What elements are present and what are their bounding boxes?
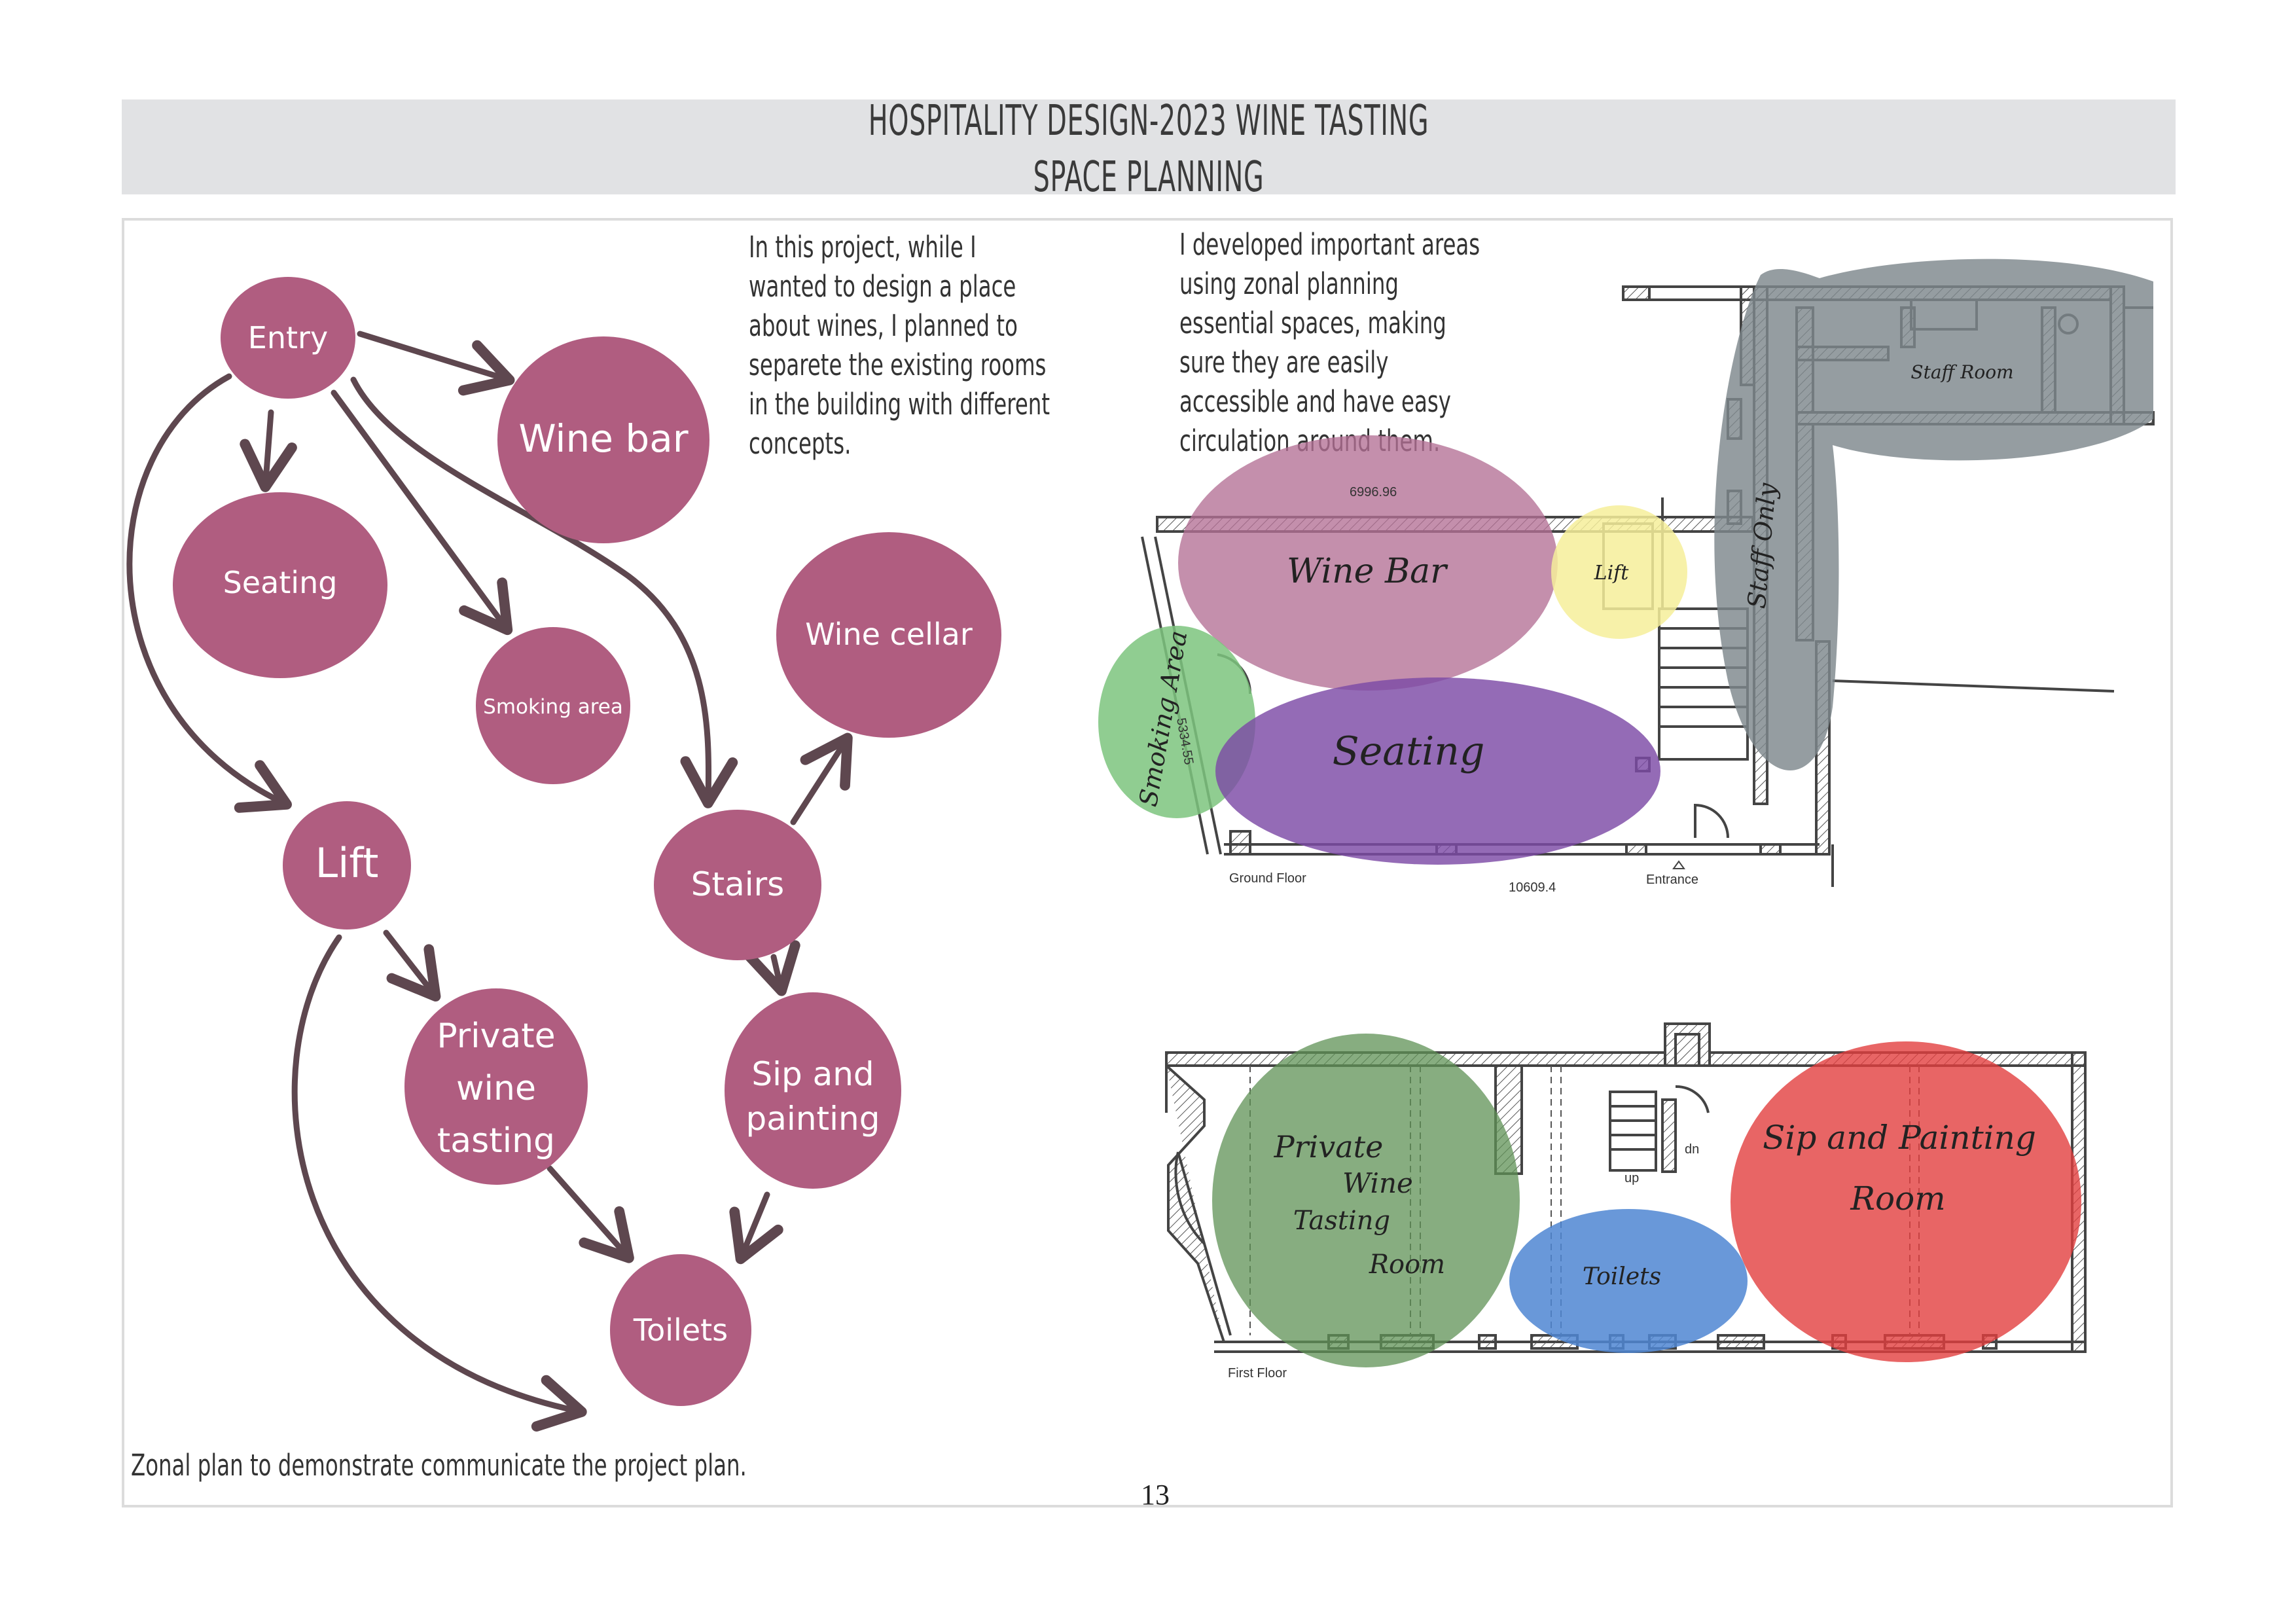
zone-label-private-line-3: Tasting <box>1293 1206 1390 1236</box>
zone-label-sip-line-1: Sip and Painting <box>1763 1119 2036 1157</box>
first-floor-plan: Private Wine Tasting Room Toilets Sip an… <box>1165 1022 2087 1380</box>
ground-floor-plan: Wine Bar Lift Seating Smoking Area Staff… <box>1098 259 2155 895</box>
page-number: 13 <box>1141 1479 1170 1511</box>
stairs-down-label: dn <box>1685 1142 1699 1157</box>
page-title-line-2: SPACE PLANNING <box>1033 153 1265 202</box>
arrow-lift-to-toilets <box>291 934 587 1432</box>
zone-lift <box>1551 505 1687 639</box>
arrow-entry-to-stairs <box>350 376 738 808</box>
bubble-seating: Seating <box>173 492 387 678</box>
first-floor-zones <box>1212 1034 2081 1367</box>
zone-sip-painting-room <box>1731 1041 2081 1362</box>
zone-seating <box>1215 677 1660 865</box>
content-frame <box>122 218 2173 1507</box>
entrance-marker-icon <box>1672 860 1685 869</box>
arrow-stairs-to-cellar <box>790 732 853 825</box>
zone-label-private-line-1: Private <box>1274 1129 1384 1164</box>
stairs-up-label: up <box>1624 1171 1639 1185</box>
bubble-wine-cellar-label: Wine cellar <box>805 617 973 652</box>
zone-label-sip-line-2: Room <box>1850 1180 1945 1218</box>
ground-floor-zones <box>1098 259 2153 865</box>
entrance-label: Entrance <box>1646 873 1698 887</box>
dimension-top: 6996.96 <box>1350 485 1397 499</box>
bubble-wine-cellar: Wine cellar <box>776 532 1001 738</box>
zonal-paragraph: I developed important areas using zonal … <box>1179 227 1480 458</box>
zone-label-private-line-2: Wine <box>1342 1167 1413 1199</box>
bubble-entry: Entry <box>221 277 355 399</box>
bubble-private-line-1: Private <box>437 1017 555 1056</box>
intro-paragraph: In this project, while I wanted to desig… <box>749 230 1050 461</box>
diagram-caption: Zonal plan to demonstrate communicate th… <box>131 1448 747 1483</box>
bubble-stairs: Stairs <box>654 810 821 960</box>
arrow-stairs-to-sip <box>744 940 800 996</box>
arrow-entry-to-winebar <box>357 331 515 396</box>
zone-wine-bar <box>1178 435 1558 691</box>
arrow-entry-to-lift <box>126 373 292 813</box>
zone-label-private-line-4: Room <box>1369 1250 1445 1280</box>
bubble-private-wine-tasting: Private wine tasting <box>404 988 588 1185</box>
bubble-diagram: Entry Wine bar Seating Smoking area Wine… <box>126 277 1001 1432</box>
bubble-entry-label: Entry <box>248 320 328 355</box>
bubble-private-line-2: wine <box>456 1069 536 1108</box>
bubble-smoking-area: Smoking area <box>476 627 630 784</box>
zone-staff-only <box>1714 259 2153 771</box>
zone-label-wine-bar: Wine Bar <box>1287 552 1448 591</box>
bubble-seating-label: Seating <box>223 565 338 600</box>
bubble-smoking-area-label: Smoking area <box>483 695 623 719</box>
bubble-lift: Lift <box>283 801 411 929</box>
zone-label-seating: Seating <box>1333 729 1485 774</box>
bubble-private-line-3: tasting <box>437 1121 555 1161</box>
zone-label-toilets: Toilets <box>1583 1263 1661 1290</box>
bubble-sip-line-1: Sip and <box>751 1055 874 1093</box>
bubble-sip-and-painting: Sip and painting <box>725 992 901 1189</box>
zone-label-staff-room: Staff Room <box>1910 361 2013 383</box>
arrow-sip-to-toilets <box>729 1191 783 1265</box>
bubble-lift-label: Lift <box>315 839 379 887</box>
zone-toilets <box>1509 1209 1748 1353</box>
arrow-private-to-toilets <box>547 1165 634 1263</box>
first-floor-label: First Floor <box>1228 1366 1287 1380</box>
bubble-wine-bar: Wine bar <box>497 336 709 543</box>
bubble-toilets-label: Toilets <box>633 1312 728 1348</box>
arrow-entry-to-seating <box>240 409 297 492</box>
bubble-toilets: Toilets <box>610 1254 751 1406</box>
dimension-bottom: 10609.4 <box>1509 880 1556 895</box>
ground-floor-label: Ground Floor <box>1229 871 1306 886</box>
page-title-line-1: HOSPITALITY DESIGN-2023 WINE TASTING <box>868 97 1429 145</box>
zone-private-tasting-room <box>1212 1034 1520 1367</box>
flow-arrows <box>126 331 853 1432</box>
arrow-lift-to-private <box>383 929 441 1001</box>
bubble-stairs-label: Stairs <box>691 865 784 903</box>
bubble-sip-line-2: painting <box>746 1100 880 1138</box>
arrow-entry-to-smoking <box>331 389 513 636</box>
page-header: HOSPITALITY DESIGN-2023 WINE TASTING SPA… <box>122 97 2176 202</box>
bubble-wine-bar-label: Wine bar <box>518 416 688 461</box>
zone-label-lift: Lift <box>1594 562 1630 585</box>
